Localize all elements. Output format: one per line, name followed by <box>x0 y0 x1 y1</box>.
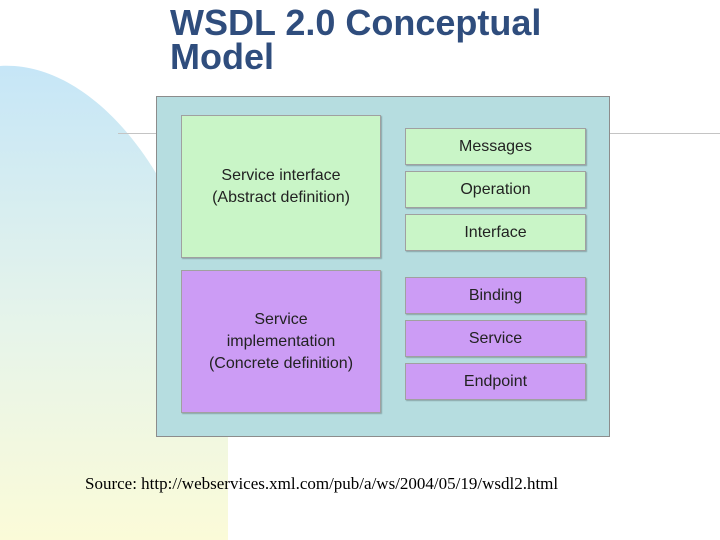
concrete-definition-panel: Service implementation (Concrete definit… <box>181 270 381 413</box>
concrete-panel-line-2: implementation <box>226 332 336 350</box>
concrete-panel-line-1: Service <box>254 310 308 328</box>
slide-title-line-2: Model <box>170 36 274 77</box>
interface-box: Interface <box>405 214 586 251</box>
abstract-panel-line-2: (Abstract definition) <box>212 188 350 206</box>
source-citation: Source: http://webservices.xml.com/pub/a… <box>85 474 559 493</box>
slide-title-line-1: WSDL 2.0 Conceptual <box>170 2 542 43</box>
messages-box: Messages <box>405 128 586 165</box>
abstract-panel-line-1: Service interface <box>221 166 341 184</box>
endpoint-box: Endpoint <box>405 363 586 400</box>
divider-line-left <box>118 133 156 134</box>
wsdl-model-diagram: Service interface (Abstract definition) … <box>156 96 610 437</box>
operation-box: Operation <box>405 171 586 208</box>
binding-box: Binding <box>405 277 586 314</box>
concrete-panel-line-3: (Concrete definition) <box>208 354 354 372</box>
abstract-definition-panel: Service interface (Abstract definition) <box>181 115 381 258</box>
service-box: Service <box>405 320 586 357</box>
slide-title: WSDL 2.0 Conceptual Model <box>170 2 542 77</box>
divider-line-right <box>610 133 720 134</box>
